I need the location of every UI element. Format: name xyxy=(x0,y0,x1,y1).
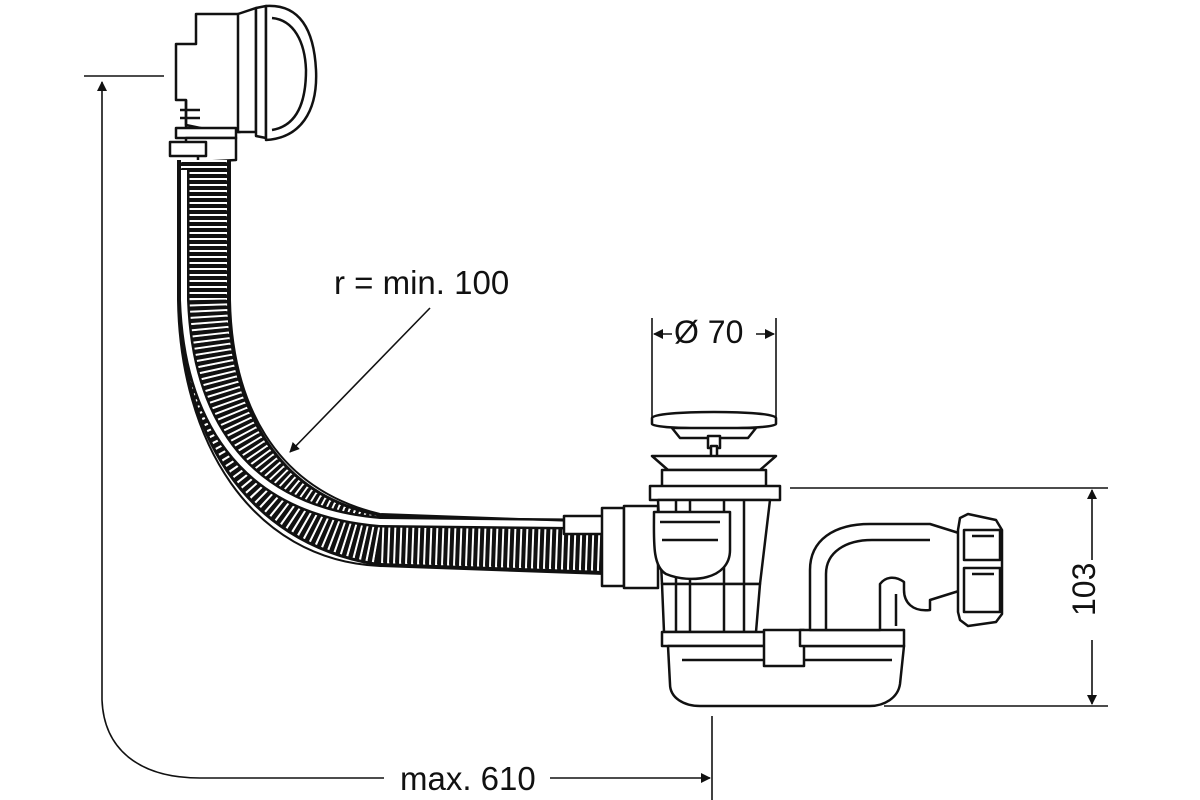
max-length-label: max. 610 xyxy=(394,762,542,795)
trap-height-label: 103 xyxy=(1066,562,1102,616)
bend-radius-label: r = min. 100 xyxy=(334,264,510,301)
plug-diameter-label: Ø 70 xyxy=(674,314,744,350)
waste-trap xyxy=(562,410,1004,708)
flexible-hose xyxy=(177,160,605,575)
radius-leader xyxy=(289,307,431,453)
dimension-lines xyxy=(84,75,1108,800)
overflow-head xyxy=(168,4,318,164)
